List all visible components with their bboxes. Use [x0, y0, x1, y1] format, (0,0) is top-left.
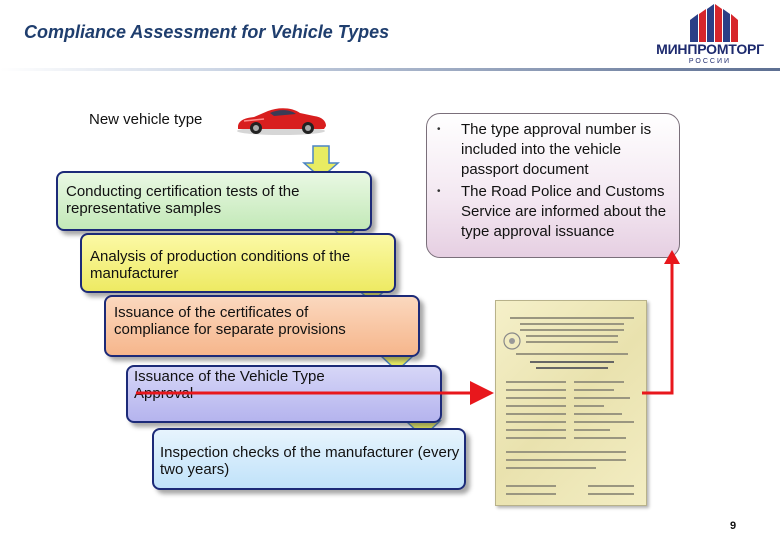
bullet-passport: The type approval number is included int… [461, 121, 652, 178]
header-divider [0, 68, 780, 71]
bullet-icon: • [437, 124, 441, 135]
ministry-logo-icon [690, 4, 738, 42]
info-box: • The type approval number is included i… [426, 113, 680, 258]
page-title: Compliance Assessment for Vehicle Types [24, 22, 390, 42]
connector-to-info-box [642, 258, 674, 395]
ministry-logo: МИНПРОМТОРГ РОССИИ [642, 4, 778, 66]
bullet-icon: • [437, 186, 441, 197]
connector-arrowhead-icon [664, 250, 680, 264]
step-certification-tests: Conducting certification tests of the re… [56, 171, 372, 231]
page-number: 9 [730, 520, 737, 532]
logo-subtext: РОССИИ [688, 58, 732, 65]
step-label: Conducting certification tests of the re… [66, 183, 300, 217]
logo-wordmark: МИНПРОМТОРГ [656, 41, 764, 57]
step-label: Inspection checks of the manufacturer (e… [160, 444, 460, 478]
certificate-emblem-icon [503, 332, 521, 350]
step-inspection-checks: Inspection checks of the manufacturer (e… [152, 428, 466, 490]
down-arrow-icon [302, 145, 340, 180]
bullet-police-customs: The Road Police and Customs Service are … [461, 183, 667, 240]
certificate-icon [495, 300, 647, 506]
step-label: Analysis of production conditions of the… [90, 248, 351, 282]
step-certificates-issuance: Issuance of the certificates of complian… [104, 295, 420, 357]
step-label: Issuance of the certificates of complian… [114, 304, 346, 338]
new-vehicle-type-label: New vehicle type [89, 111, 203, 128]
car-icon [237, 108, 326, 135]
step-production-analysis: Analysis of production conditions of the… [80, 233, 396, 293]
